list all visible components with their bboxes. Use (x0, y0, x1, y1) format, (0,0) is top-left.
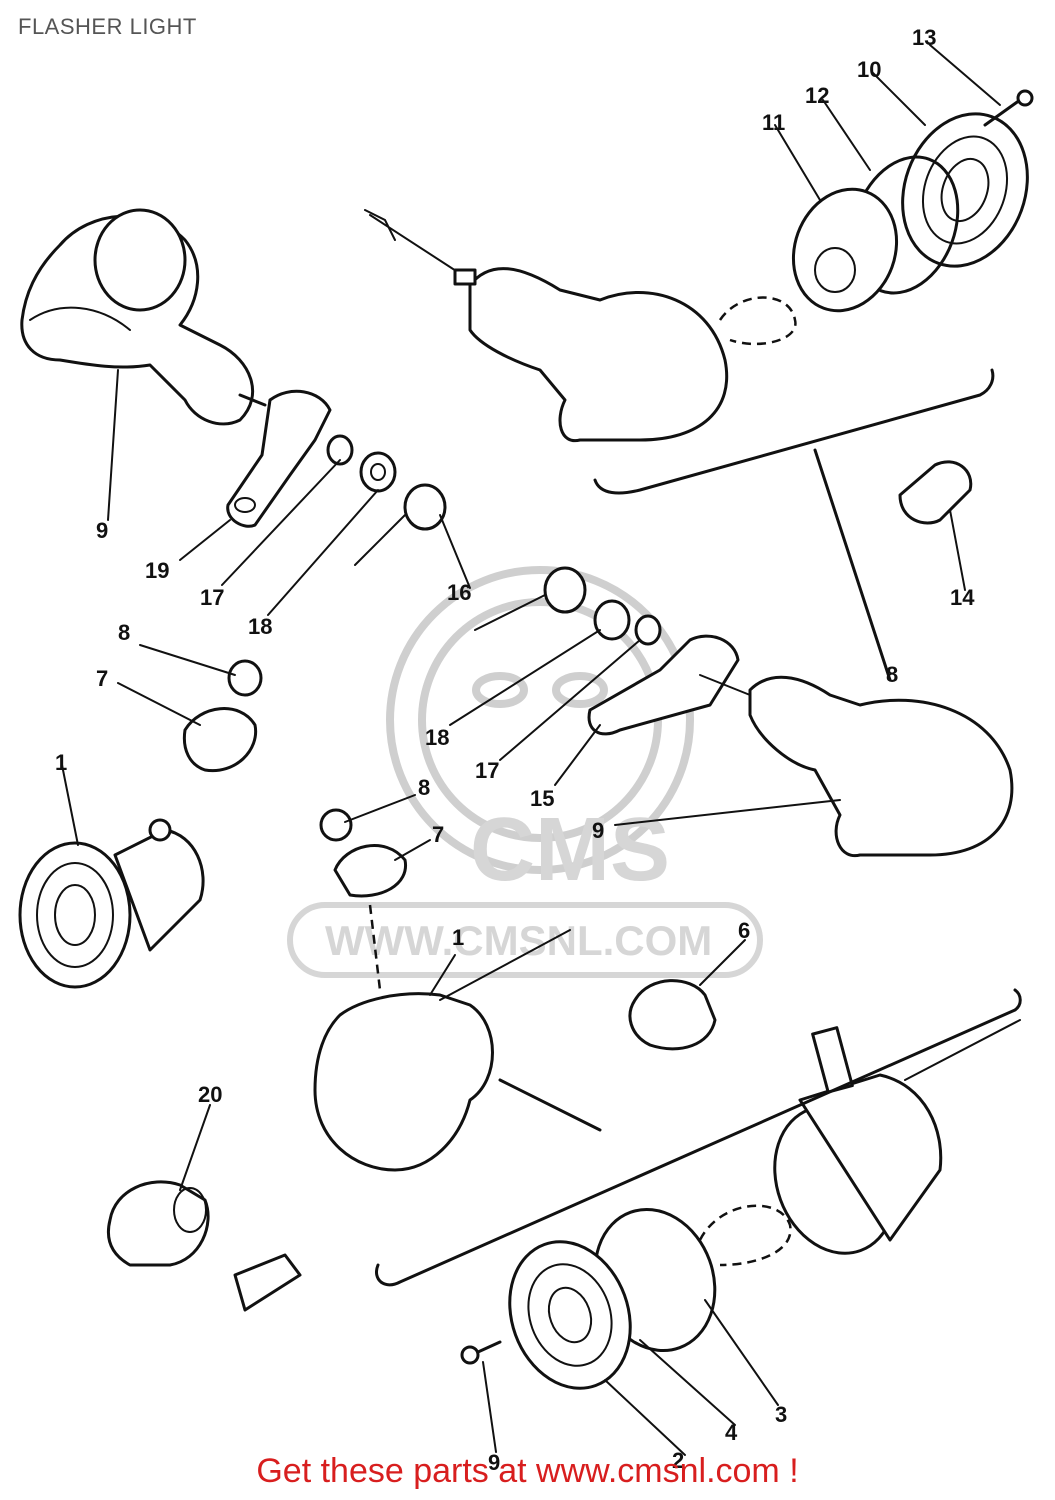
callout-6: 6 (738, 918, 750, 943)
nut-left (359, 451, 397, 493)
nut-middle (593, 599, 631, 641)
bulb-socket-14 (898, 460, 973, 525)
callout-17-middle: 17 (475, 758, 499, 783)
callout-17-left: 17 (200, 585, 224, 610)
grommet-middle (474, 566, 587, 631)
callout-15: 15 (530, 786, 554, 811)
callout-2: 2 (672, 1448, 684, 1473)
flasher-body-middle-right (699, 674, 1014, 858)
flasher-body-upper-right (364, 209, 729, 443)
callout-9-middle-right: 9 (592, 818, 604, 843)
grommet-left (354, 483, 447, 566)
callout-9-lower: 9 (488, 1450, 500, 1475)
callout-18-left: 18 (248, 614, 272, 639)
bulb-lower-right (698, 1204, 792, 1267)
washer-middle (634, 614, 662, 646)
bracket-middle (587, 634, 740, 736)
callout-9-upper-left: 9 (96, 518, 108, 543)
mounting-plate (233, 1253, 302, 1312)
callout-18-middle: 18 (425, 725, 449, 750)
watermark-url-text: WWW.CMSNL.COM (325, 917, 712, 964)
screw-lower-right (460, 1340, 502, 1365)
flasher-lamp-left (18, 818, 205, 989)
reflector-cup-upper-right (791, 187, 899, 313)
cap-8-left (227, 659, 263, 697)
callout-19: 19 (145, 558, 169, 583)
callout-10: 10 (857, 57, 881, 82)
diagram-title: FLASHER LIGHT (18, 14, 197, 39)
watermark-logo-text: CMS (470, 800, 670, 900)
callout-12: 12 (805, 83, 829, 108)
callout-7-center: 7 (432, 822, 444, 847)
screw-upper-right (983, 89, 1034, 127)
callout-7-left: 7 (96, 666, 108, 691)
callout-11: 11 (762, 110, 785, 135)
callout-8-right: 8 (886, 662, 898, 687)
callout-3: 3 (775, 1402, 787, 1427)
cap-8-center (319, 808, 353, 842)
callout-labels: 9 19 17 18 16 14 8 7 18 17 15 9 8 7 1 1 … (55, 25, 975, 1475)
lens-upper-right (901, 112, 1029, 268)
callout-1-left: 1 (55, 750, 67, 775)
callout-leader-lines (61, 44, 1001, 1456)
group-bracket-lower (375, 988, 1022, 1287)
callout-8-left: 8 (118, 620, 130, 645)
group-arrow-upper (813, 448, 892, 682)
callout-1-center: 1 (452, 925, 464, 950)
group-arrow-lower (498, 1078, 602, 1132)
bracket-left (226, 389, 332, 528)
flasher-relay-20 (106, 1180, 210, 1267)
callout-16: 16 (447, 580, 471, 605)
lens-lower-right (508, 1240, 632, 1390)
group-bracket-upper (593, 368, 995, 495)
holder-7-center (333, 844, 407, 898)
bulb-upper-right (718, 296, 797, 346)
parts-link-banner[interactable]: Get these parts at www.cmsnl.com ! (256, 1452, 799, 1490)
callout-14: 14 (950, 585, 975, 610)
cms-watermark: CMS WWW.CMSNL.COM (287, 566, 763, 978)
callout-13: 13 (912, 25, 936, 50)
bulb-6 (628, 979, 717, 1051)
washer-left (326, 434, 354, 466)
flasher-body-upper-left (20, 208, 267, 426)
callout-8-center: 8 (418, 775, 430, 800)
callout-20: 20 (198, 1082, 222, 1107)
callout-4: 4 (725, 1420, 738, 1445)
holder-7-left (182, 707, 258, 773)
flasher-body-lower-right (773, 1019, 1021, 1255)
